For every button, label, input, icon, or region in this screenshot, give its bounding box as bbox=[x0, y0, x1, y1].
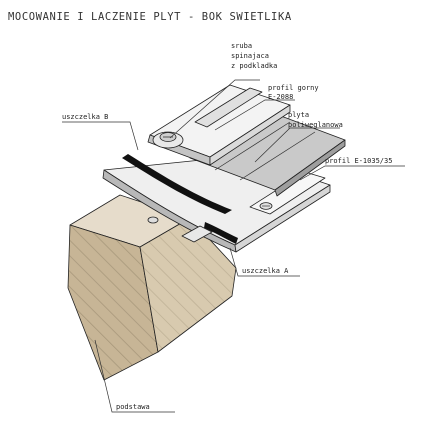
gasket-b bbox=[122, 154, 232, 214]
upper-profile-side bbox=[209, 104, 291, 166]
upper-profile-groove bbox=[194, 87, 263, 128]
label-uszczelka-b: uszczelka B bbox=[62, 113, 108, 121]
label-sruba-3: z podkladka bbox=[231, 62, 277, 70]
diagram-title: MOCOWANIE I LACZENIE PLYT - BOK SWIETLIK… bbox=[8, 11, 292, 23]
profile-upper-e2088 bbox=[147, 84, 291, 166]
label-profil-gorny-2: E-2088 bbox=[268, 93, 293, 101]
label-uszczelka-a: uszczelka A bbox=[242, 267, 289, 275]
label-plyta-1: plyta bbox=[288, 111, 309, 119]
poly-sheet-edge bbox=[274, 139, 346, 197]
base-bolt-icon bbox=[147, 216, 159, 224]
profile-e-side bbox=[234, 184, 331, 253]
label-sruba-2: spinajaca bbox=[231, 52, 269, 60]
label-podstawa: podstawa bbox=[116, 403, 150, 411]
label-profil-gorny-1: profil gorny bbox=[268, 84, 319, 92]
wooden-base-block bbox=[67, 194, 237, 381]
screw-washer-icon bbox=[152, 131, 184, 149]
label-sruba-1: sruba bbox=[231, 42, 252, 50]
gasket-a bbox=[204, 222, 238, 244]
bracket bbox=[181, 225, 213, 243]
label-profil-e: profil E-1035/35 bbox=[325, 157, 392, 165]
label-plyta-2: poliweglanowa bbox=[288, 121, 343, 129]
base-front-face bbox=[67, 224, 159, 381]
